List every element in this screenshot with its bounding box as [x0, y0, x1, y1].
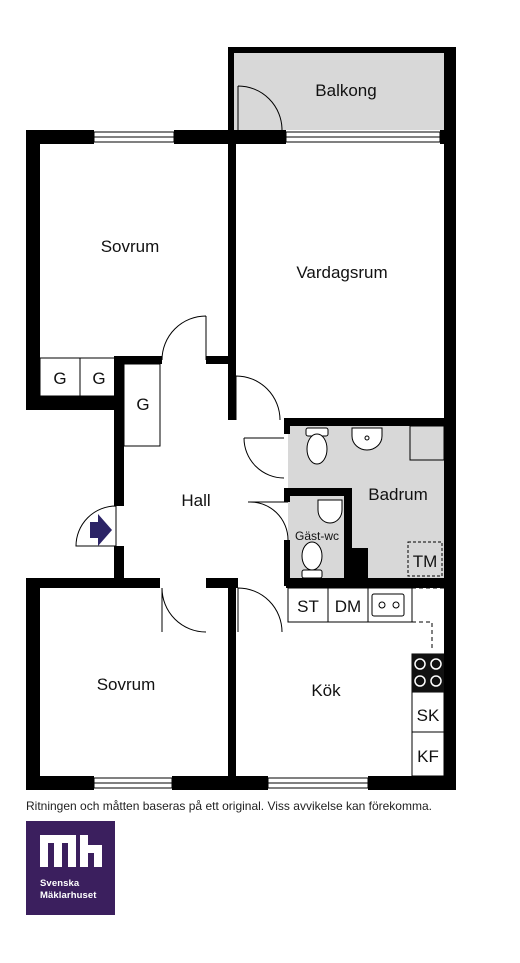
company-logo: Svenska Mäklarhuset [26, 821, 115, 915]
logo-mark-icon [40, 835, 102, 867]
logo-line-1: Svenska [40, 878, 80, 889]
washer-icon [407, 541, 443, 577]
entrance-door [75, 505, 117, 547]
wardrobes [39, 357, 161, 447]
washbasin-icon [351, 427, 383, 451]
bathroom-fixtures [301, 425, 445, 579]
wardrobe-label-3: G [136, 395, 149, 414]
wardrobe-label-2: G [92, 369, 105, 388]
fridge-freezer-label: KF [417, 747, 439, 766]
living-room-label: Vardagsrum [296, 263, 387, 282]
bathroom-label: Badrum [368, 485, 428, 504]
entrance-arrow-icon [90, 514, 112, 546]
disclaimer-text: Ritningen och måtten baseras på ett orig… [26, 799, 432, 813]
stove-top-label: ST [297, 597, 319, 616]
bedroom-bottom-label: Sovrum [97, 675, 156, 694]
floor-plan: Balkong Vardagsrum Sovrum Hall Badrum Gä… [26, 47, 456, 790]
wc-basin-icon [317, 499, 343, 524]
logo-line-2: Mäklarhuset [40, 890, 97, 901]
wc-toilet-icon [301, 569, 323, 579]
balcony-area [234, 50, 444, 130]
guest-wc-label: Gäst-wc [295, 529, 339, 543]
walls [26, 47, 456, 790]
wardrobe-label-1: G [53, 369, 66, 388]
cabinet-label: SK [417, 706, 440, 725]
doors [161, 85, 289, 633]
sink-icon [371, 593, 405, 617]
bedroom-top-label: Sovrum [101, 237, 160, 256]
hall-label: Hall [181, 491, 210, 510]
dishwasher-label: DM [335, 597, 361, 616]
kitchen-label: Kök [311, 681, 341, 700]
stove-icon [412, 654, 444, 692]
windows [93, 131, 441, 789]
balcony-label: Balkong [315, 81, 376, 100]
washer-label: TM [413, 552, 438, 571]
